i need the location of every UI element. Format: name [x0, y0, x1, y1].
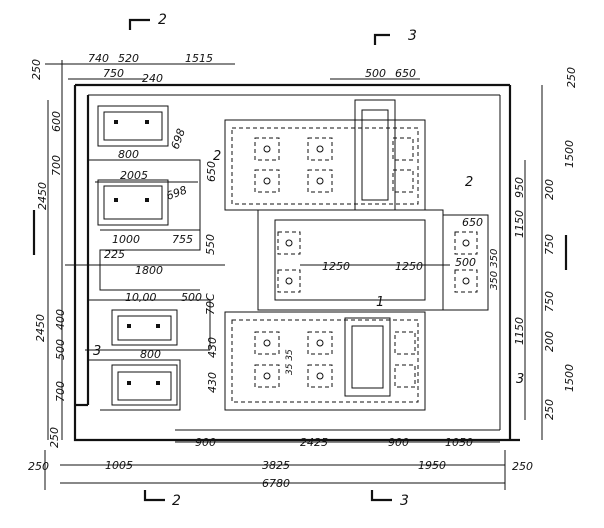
dim-right-750-a: 750 [543, 234, 556, 255]
dim-left-250-bot: 250 [48, 427, 61, 448]
dim-755: 755 [172, 233, 193, 246]
dim-right-750-b: 750 [543, 291, 556, 312]
dim-right-950: 950 [513, 177, 526, 198]
dim-1050: 1050 [445, 436, 473, 449]
dim-right-250-bot: 250 [543, 399, 556, 420]
dim-1005: 1005 [105, 459, 133, 472]
top-dimensions: 740 520 1515 750 240 500 650 [88, 52, 416, 85]
dim-2425: 2425 [300, 436, 328, 449]
dim-left-400: 400 [54, 309, 67, 330]
dim-1950: 1950 [418, 459, 446, 472]
dim-430-a: 430 [206, 337, 219, 358]
dim-3825: 3825 [262, 459, 290, 472]
left-plinths [88, 105, 211, 411]
section-labels: 2 3 2 3 1 2 2 3 3 [93, 12, 524, 509]
dim-right-1500-b: 1500 [563, 364, 576, 392]
section-mark-2b: 2 [465, 175, 473, 190]
dim-800-a: 800 [118, 148, 139, 161]
dim-800-b: 800 [140, 348, 161, 361]
dim-2005: 2005 [120, 169, 148, 182]
dim-1250-a: 1250 [322, 260, 350, 273]
dim-500-r: 500 [455, 256, 476, 269]
dim-750: 750 [103, 67, 124, 80]
dim-650: 650 [395, 67, 416, 80]
dimension-lines [44, 60, 543, 490]
right-dimensions: 250 1500 950 200 1150 750 750 1150 200 1… [513, 67, 578, 420]
dim-right-1150-a: 1150 [513, 210, 526, 238]
dim-right-200-b: 200 [543, 331, 556, 352]
section-mark-bottom-2: 2 [172, 493, 181, 509]
upper-machine-block [224, 99, 426, 211]
dim-250-l: 250 [28, 460, 49, 473]
dim-right-200-a: 200 [543, 179, 556, 200]
dim-650: 650 [205, 161, 218, 182]
dim-left-700-a: 700 [50, 155, 63, 176]
dim-10000: 10,00 [125, 291, 157, 304]
section-mark-2a: 2 [213, 149, 221, 164]
interior-dimensions: 800 698 650 2005 698 1000 755 550 225 18… [104, 127, 500, 393]
dim-1250-b: 1250 [395, 260, 423, 273]
dim-500: 500 [365, 67, 386, 80]
dim-right-1500-a: 1500 [563, 140, 576, 168]
dim-left-500: 500 [54, 339, 67, 360]
dim-35-35: 35 35 [285, 349, 295, 375]
middle-pit [257, 209, 489, 311]
dim-1515: 1515 [185, 52, 213, 65]
dim-430-b: 430 [206, 372, 219, 393]
dim-left-2450-a: 2450 [36, 182, 49, 210]
section-mark-3b: 3 [516, 372, 524, 387]
dim-1800: 1800 [135, 264, 163, 277]
section-mark-1: 1 [376, 295, 384, 310]
dim-250-r: 250 [512, 460, 533, 473]
dim-550: 550 [204, 234, 217, 255]
foundation-outline [73, 83, 520, 442]
dim-right-250-top: 250 [565, 67, 578, 88]
section-mark-top-3: 3 [408, 28, 417, 44]
dim-225: 225 [104, 248, 125, 261]
dim-left-2450-b: 2450 [34, 314, 47, 342]
dim-900-a: 900 [195, 436, 216, 449]
dim-right-1150-b: 1150 [513, 317, 526, 345]
dim-left-700-b: 700 [54, 381, 67, 402]
dim-6780: 6780 [262, 477, 290, 490]
dim-698-a: 698 [169, 127, 188, 151]
section-mark-top-2: 2 [158, 12, 167, 28]
dim-500: 500 [181, 291, 202, 304]
section-mark-3a: 3 [93, 344, 101, 359]
dim-900-b: 900 [388, 436, 409, 449]
dim-1000: 1000 [112, 233, 140, 246]
dim-350-350: 350 350 [489, 249, 500, 290]
dim-700c: 70С [204, 293, 217, 315]
dim-520: 520 [118, 52, 139, 65]
dim-240: 240 [142, 72, 163, 85]
dim-left-600: 600 [50, 111, 63, 132]
dim-740: 740 [88, 52, 109, 65]
dim-650-r: 650 [462, 216, 483, 229]
left-dimensions: 250 600 700 2450 400 2450 500 700 250 [30, 59, 67, 448]
bottom-dimensions: 900 2425 900 1050 250 1005 3825 1950 678… [28, 436, 533, 490]
section-markers [32, 18, 568, 502]
dim-left-250-top: 250 [30, 59, 43, 80]
section-mark-bottom-3: 3 [400, 493, 409, 509]
lower-machine-block [224, 311, 426, 411]
